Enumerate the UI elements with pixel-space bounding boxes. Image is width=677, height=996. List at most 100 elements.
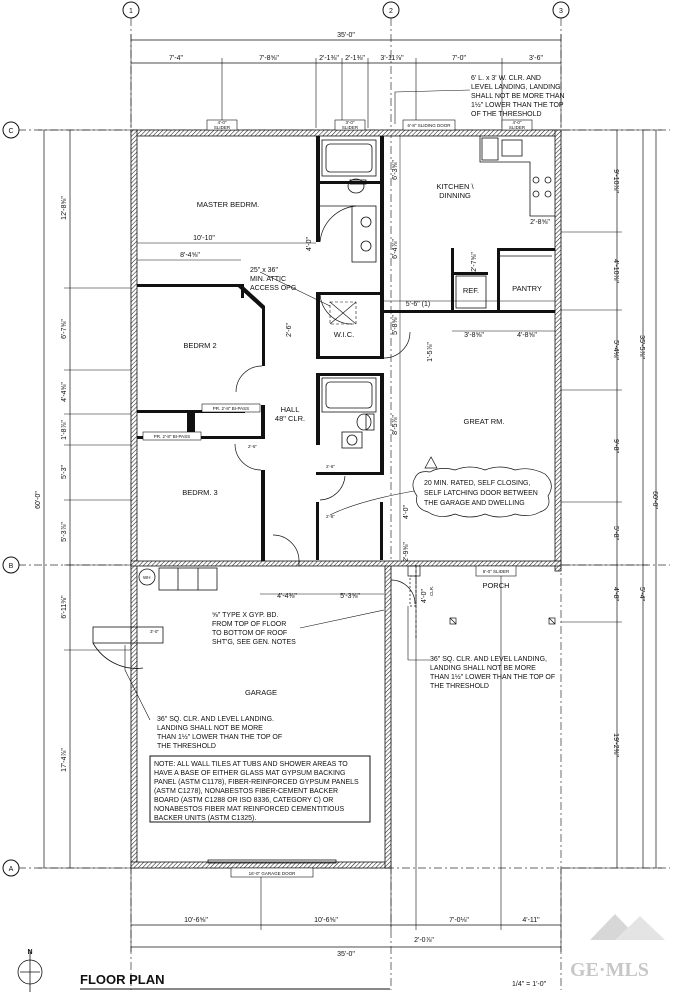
grid-label-2: 2	[389, 8, 393, 15]
dim-top-4: 2'-1⅜"	[345, 55, 365, 62]
dim-int-2: 8'-4⅝"	[180, 252, 200, 259]
note-attic-3: ACCESS OPG	[250, 285, 296, 292]
leader-lines	[124, 89, 471, 721]
room-kitchen-line1: KITCHEN \	[436, 182, 474, 191]
plan-title: FLOOR PLAN	[80, 972, 165, 987]
dim-top-6: 7'-0"	[452, 55, 466, 62]
dim-left-overall: 60'-0"	[35, 491, 42, 509]
tag-slider-2b: SLIDER	[342, 125, 359, 130]
dim-left-5: 5'-3"	[61, 465, 68, 479]
dim-int-4: 6'-4⅞"	[392, 239, 399, 259]
interior-dimension-lines	[137, 136, 555, 595]
dim-int-18: 4'-0"	[421, 589, 428, 603]
gemls-watermark-logo: GE·MLS	[570, 914, 665, 981]
tag-bipass-2: PR. 2'-8" BI-PASS	[154, 434, 190, 439]
dim-right-5: 9'-8"	[612, 439, 619, 453]
note-attic-1: 25" x 36"	[250, 267, 278, 274]
dim-int-13: 4'-4⅜"	[277, 593, 297, 600]
note-attic: 25" x 36" MIN. ATTIC ACCESS OPG	[250, 267, 296, 292]
dim-int-19: 4'-0"	[403, 505, 410, 519]
note-gyp: ⅝" TYPE X GYP. BD. FROM TOP OF FLOOR TO …	[212, 612, 296, 646]
cloud-outline	[412, 466, 552, 518]
plan-scale: 1/4" = 1'-0"	[512, 981, 547, 988]
dim-right-3: 5'-4⅛"	[612, 340, 619, 360]
room-bedroom-3: BEDRM. 3	[182, 488, 217, 497]
dim-int-8: 4'-8⅝"	[517, 332, 537, 339]
porch-items	[407, 565, 556, 640]
note-landing-porch: 36" SQ. CLR. AND LEVEL LANDING, LANDING …	[430, 656, 555, 690]
grid-label-b: B	[9, 563, 14, 570]
dim-top-overall: 35'-0"	[337, 32, 355, 39]
tag-garage-door: 16'-0" GARAGE DOOR	[249, 871, 296, 876]
tag-slider-4: 4'-0"	[513, 120, 522, 125]
dim-int-16: 2'-9⅝"	[403, 542, 410, 562]
note-tile-6: NONABESTOS FIBER MAT REINFORCED CEMENTIT…	[154, 806, 345, 813]
grid-label-a: A	[9, 866, 14, 873]
tag-door-2: 2'-6"	[326, 464, 335, 469]
right-dimension-lines	[561, 129, 662, 869]
dim-top-1: 7'-4"	[169, 55, 183, 62]
tag-sliding-door: 6'-8" SLIDING DOOR	[408, 123, 452, 128]
dim-int-7: 3'-8⅝"	[464, 332, 484, 339]
note-fire-door: 20 MIN. RATED, SELF CLOSING, SELF LATCHI…	[412, 456, 552, 518]
dim-bottom-1: 10'-6⅝"	[184, 917, 208, 924]
dim-left-4: 1'-8⅞"	[61, 420, 68, 440]
note-fire-door-3: THE GARAGE AND DWELLING	[424, 500, 525, 507]
note-fire-door-1: 20 MIN. RATED, SELF CLOSING,	[424, 480, 531, 487]
top-dimension-lines	[130, 34, 562, 128]
note-tile-5: BOARD (ASTM C1288 OR ISO 8336, CATEGORY …	[154, 797, 333, 804]
grid-label-3: 3	[559, 8, 563, 15]
left-dimension-lines	[38, 129, 131, 869]
note-tile-7: BACKER UNITS (ASTM C1325).	[154, 815, 256, 822]
dim-left-8: 17'-4⅞"	[61, 748, 68, 772]
note-landing-garage: 36" SQ. CLR. AND LEVEL LANDING. LANDING …	[157, 716, 282, 750]
note-tile-1: NOTE: ALL WALL TILES AT TUBS AND SHOWER …	[154, 761, 348, 768]
grid-label-c: C	[8, 128, 13, 135]
room-refrigerator: REF.	[463, 286, 479, 295]
dim-left-3: 4'-4⅝"	[61, 382, 68, 402]
bottom-dimension-lines	[130, 565, 562, 952]
note-landing-top-5: OF THE THRESHOLD	[471, 111, 542, 118]
grid-lines	[18, 18, 670, 990]
tag-slider-1b: SLIDER	[214, 125, 231, 130]
note-landing-garage-4: THE THRESHOLD	[157, 743, 216, 750]
dim-int-15: 4'-0"	[306, 237, 313, 251]
room-great-room: GREAT RM.	[464, 417, 505, 426]
tag-slider-2: 3'-0"	[346, 120, 355, 125]
tag-bipass-1: PR. 2'-8" BI-PASS	[213, 406, 249, 411]
tag-door-3: 2'-6"	[326, 514, 335, 519]
room-hall: HALL	[281, 405, 300, 414]
dim-left-6: 5'-3⅞"	[61, 522, 68, 542]
note-tile: NOTE: ALL WALL TILES AT TUBS AND SHOWER …	[154, 761, 359, 822]
north-arrow-label: N	[27, 949, 32, 956]
dim-right-8: 5'-4"	[638, 587, 645, 601]
note-gyp-1: ⅝" TYPE X GYP. BD.	[212, 612, 278, 619]
note-landing-porch-3: THAN 1½" LOWER THAN THE TOP OF	[430, 673, 555, 681]
dim-right-2: 4'-10⅞"	[612, 259, 619, 283]
tag-slider-1: 4'-0"	[218, 120, 227, 125]
room-porch: PORCH	[482, 581, 509, 590]
dim-bottom-2: 10'-6⅝"	[314, 917, 338, 924]
dim-int-14: 5'-3⅝"	[340, 593, 360, 600]
tag-water-heater: WH	[143, 575, 151, 580]
tag-slider-4b: SLIDER	[509, 125, 526, 130]
garage-items	[92, 567, 371, 864]
dim-right-9: 19'-2⅜"	[612, 733, 619, 757]
note-landing-porch-4: THE THRESHOLD	[430, 683, 489, 690]
kitchen-counters	[455, 136, 555, 309]
opening-tags	[142, 119, 533, 878]
bath-fixtures	[321, 139, 377, 449]
room-garage: GARAGE	[245, 688, 277, 697]
note-tile-2: HAVE A BASE OF EITHER GLASS MAT GYPSUM B…	[154, 770, 345, 777]
dim-left-7: 6'-11⅜"	[61, 595, 68, 619]
note-gyp-4: SHT'G, SEE GEN. NOTES	[212, 639, 296, 646]
note-landing-garage-2: LANDING SHALL NOT BE MORE	[157, 725, 263, 732]
note-landing-top: 6' L. x 3' W. CLR. AND LEVEL LANDING, LA…	[471, 75, 565, 118]
interior-walls	[137, 136, 555, 561]
note-tile-3: PANEL (ASTM C1178), FIBER-REINFORCED GYP…	[154, 779, 359, 786]
room-pantry: PANTRY	[512, 284, 542, 293]
dim-int-9: 2'-7⅝"	[471, 252, 478, 272]
note-landing-porch-1: 36" SQ. CLR. AND LEVEL LANDING,	[430, 656, 547, 663]
dim-int-17: 2'-6"	[286, 323, 293, 337]
